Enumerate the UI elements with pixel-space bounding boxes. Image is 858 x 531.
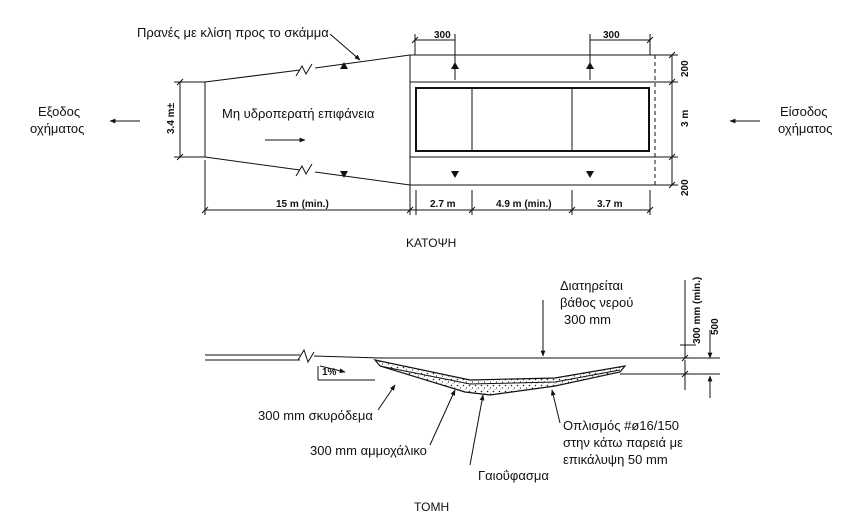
rebar-line3: επικάλυψη 50 mm bbox=[563, 452, 668, 467]
plan-view: Πρανές με κλίση προς το σκάμμα Μη υδροπε… bbox=[30, 25, 832, 250]
exit-label-line2: οχήματος bbox=[30, 121, 84, 136]
dim-300mm-min: 300 mm (min.) bbox=[692, 277, 703, 344]
dim-width-left: 3.4 m± bbox=[166, 102, 177, 134]
dim-3-7m: 3.7 m bbox=[597, 199, 623, 210]
rebar-line2: στην κάτω παρειά με bbox=[563, 435, 683, 450]
slope-1pct: 1% bbox=[322, 367, 337, 378]
dim-300-a: 300 bbox=[434, 30, 451, 41]
dim-3m: 3 m bbox=[680, 110, 691, 127]
plan-title: ΚΑΤΟΨΗ bbox=[406, 236, 456, 250]
water-note-line2: βάθος νερού bbox=[560, 295, 633, 310]
dim-200-bottom: 200 bbox=[680, 179, 691, 196]
exit-label-line1: Εξοδος bbox=[38, 104, 80, 119]
water-note-line1: Διατηρείται bbox=[560, 278, 623, 293]
surface-label: Μη υδροπερατή επιφάνεια bbox=[222, 106, 375, 121]
entry-label-line1: Είσοδος bbox=[780, 104, 828, 119]
dim-4-9m: 4.9 m (min.) bbox=[496, 199, 552, 210]
dim-500: 500 bbox=[710, 318, 721, 335]
slope-note: Πρανές με κλίση προς το σκάμμα bbox=[137, 25, 329, 40]
concrete-label: 300 mm σκυρόδεμα bbox=[258, 408, 373, 423]
water-note-line3: 300 mm bbox=[564, 312, 611, 327]
entry-label-line2: οχήματος bbox=[778, 121, 832, 136]
section-title: ΤΟΜΗ bbox=[414, 500, 449, 514]
section-view: Διατηρείται βάθος νερού 300 mm 300 mm (m… bbox=[205, 277, 721, 514]
dim-15m: 15 m (min.) bbox=[276, 199, 329, 210]
dim-300-b: 300 bbox=[603, 30, 620, 41]
gravel-label: 300 mm αμμοχάλικο bbox=[310, 443, 427, 458]
dim-200-top: 200 bbox=[680, 60, 691, 77]
rebar-line1: Οπλισμός #ø16/150 bbox=[563, 418, 679, 433]
geotextile-label: Γαιοΰφασμα bbox=[478, 468, 549, 483]
dim-2-7m: 2.7 m bbox=[430, 199, 456, 210]
